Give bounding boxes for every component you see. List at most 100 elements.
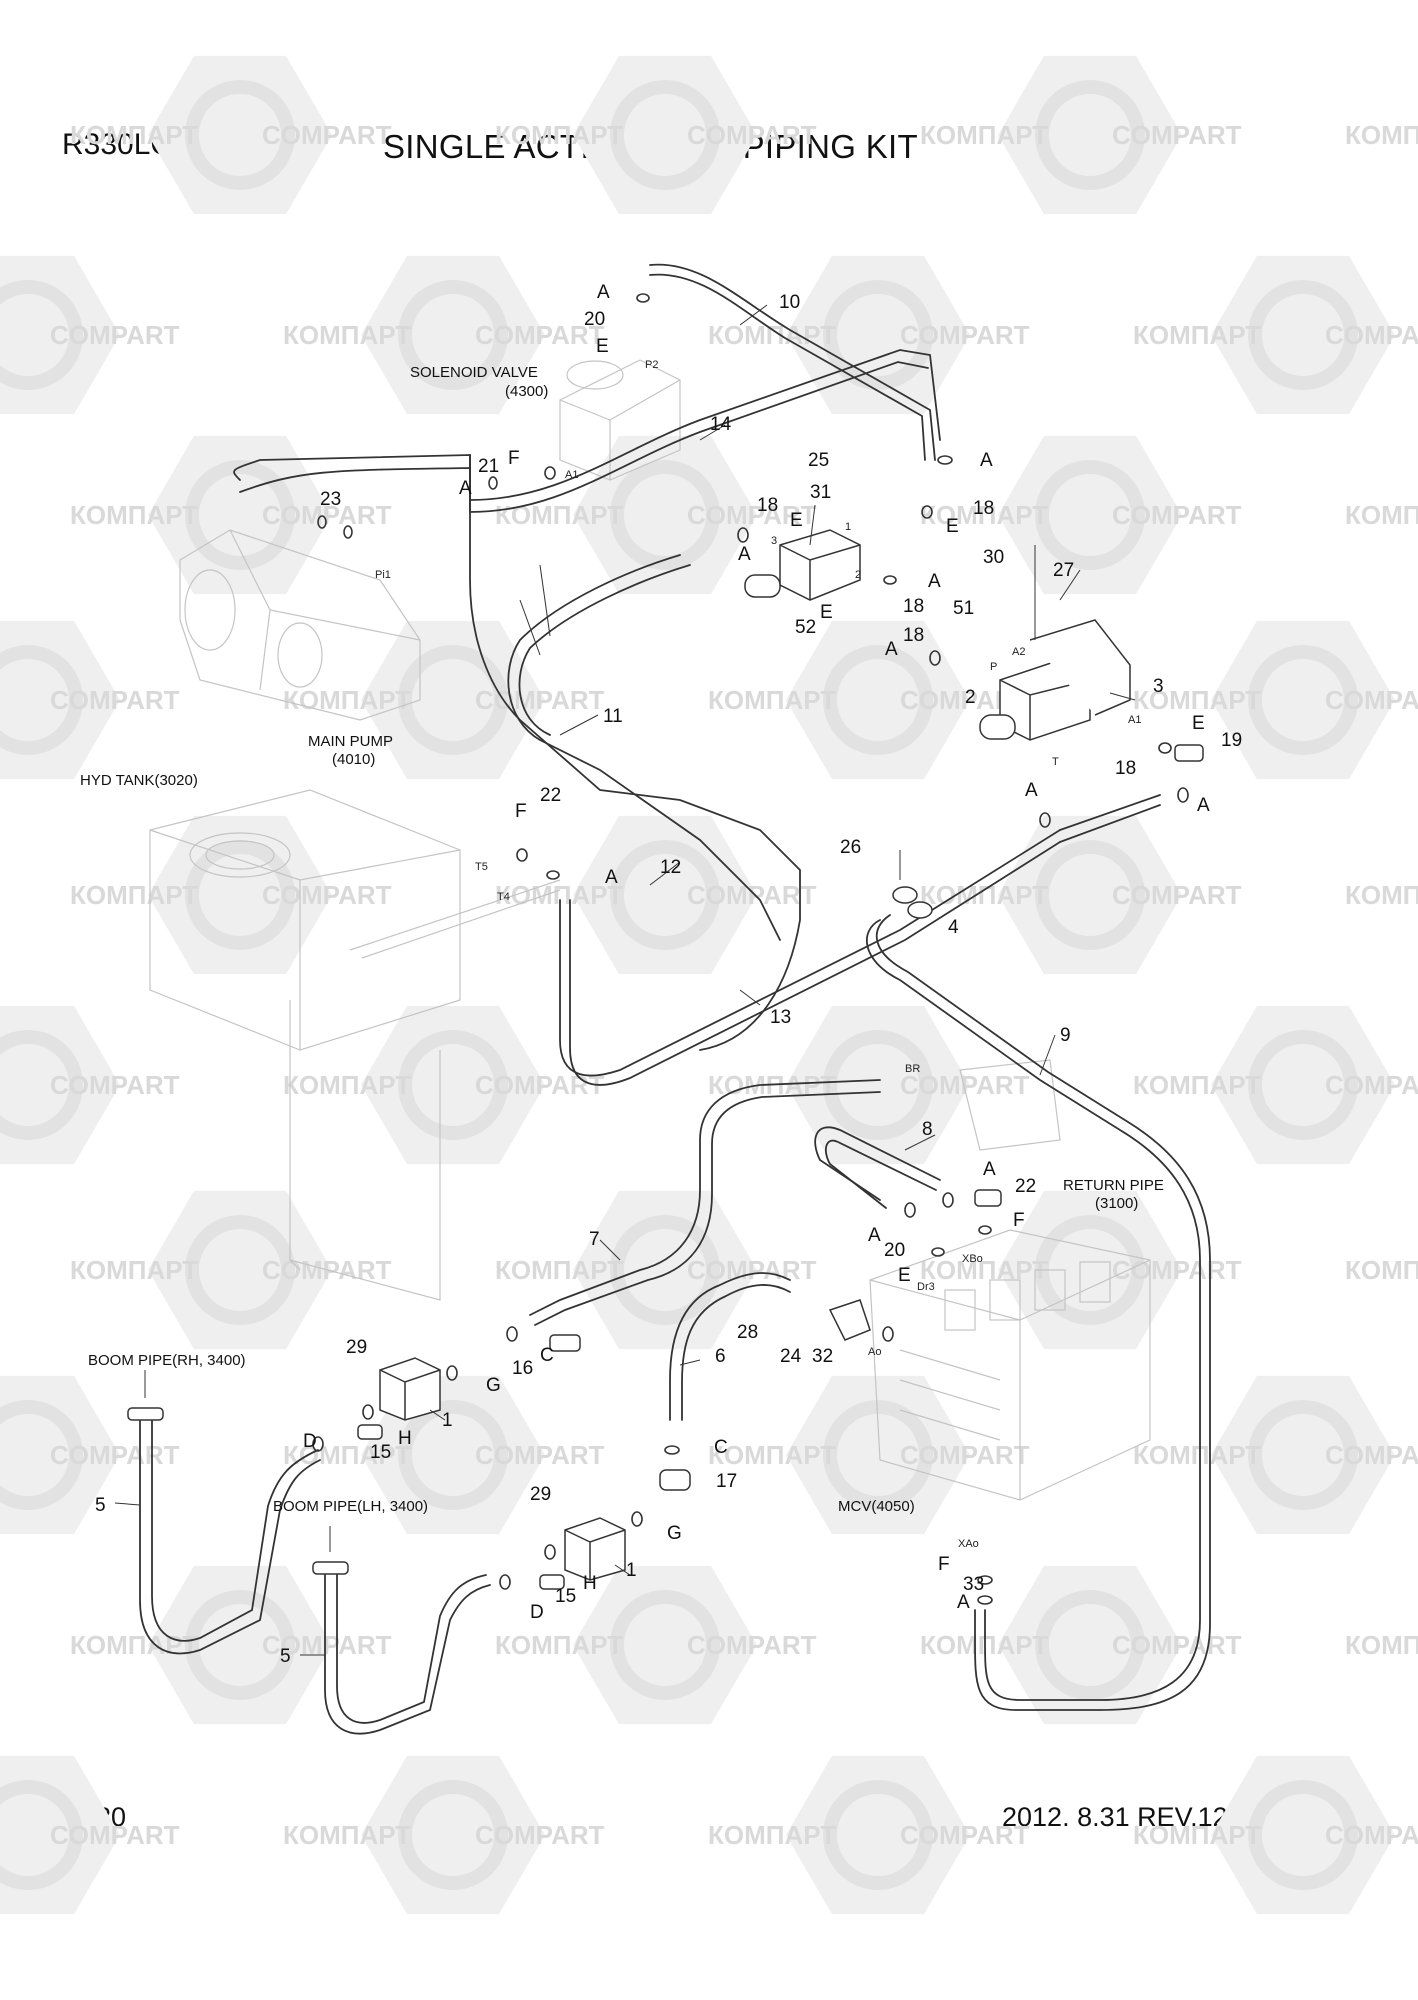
watermark-text-en: COMPART: [900, 1440, 1030, 1470]
watermark-logo-shape: [148, 55, 332, 215]
watermark-text-en: COMPART: [1112, 120, 1242, 150]
watermark-text-ru: КОМПАРТ: [1133, 1440, 1261, 1470]
watermark-logo-ring: [823, 1400, 933, 1510]
watermark-logo-ring: [185, 1215, 295, 1325]
watermark-logo-ring: [1035, 460, 1145, 570]
watermark-logo-ring: [398, 1030, 508, 1140]
watermark-logo-ring: [823, 645, 933, 755]
callout-28: 28: [737, 1322, 758, 1343]
port-label-br: BR: [905, 1063, 920, 1075]
callout-f: F: [938, 1554, 950, 1575]
boom-pipe-rh-label: BOOM PIPE(RH, 3400): [88, 1352, 246, 1369]
callout-18: 18: [1115, 758, 1136, 779]
port-label-1: 1: [845, 521, 851, 533]
watermark-text-ru: КОМПАРТ: [1345, 880, 1418, 910]
hose-lines: [139, 263, 1211, 1735]
watermark-text-ru: КОМПАРТ: [70, 880, 198, 910]
watermark-logo-shape: [1211, 1755, 1395, 1915]
callout-f: F: [1013, 1210, 1025, 1231]
watermark-logo-shape: [786, 1755, 970, 1915]
callout-27: 27: [1053, 560, 1074, 581]
callout-d: D: [530, 1602, 544, 1623]
watermark-logo-shape: [1211, 255, 1395, 415]
watermark-text-ru: КОМПАРТ: [1133, 320, 1261, 350]
callout-a: A: [459, 478, 472, 499]
watermark-text-ru: КОМПАРТ: [70, 1255, 198, 1285]
callout-a: A: [738, 544, 751, 565]
callout-14: 14: [710, 414, 732, 435]
callout-e: E: [898, 1265, 911, 1286]
port-label-2: 2: [855, 569, 861, 581]
watermark-text-ru: КОМПАРТ: [1133, 685, 1261, 715]
callout-10: 10: [779, 292, 800, 313]
watermark-text-en: COMPART: [1112, 1630, 1242, 1660]
watermark-text-en: COMPART: [50, 320, 180, 350]
watermark-logo-ring: [1035, 80, 1145, 190]
hyd-tank-label: HYD TANK(3020): [80, 772, 198, 789]
callout-26: 26: [840, 837, 861, 858]
callout-5: 5: [280, 1646, 291, 1667]
watermark-text-en: COMPART: [1325, 685, 1418, 715]
watermark-text-ru: КОМПАРТ: [283, 1820, 411, 1850]
callout-18: 18: [973, 498, 994, 519]
watermark-text-en: COMPART: [50, 1440, 180, 1470]
callout-11: 11: [603, 706, 623, 727]
callout-a: A: [1025, 780, 1038, 801]
port-label-ao: Ao: [868, 1346, 881, 1358]
solenoid-valve-label: SOLENOID VALVE: [410, 364, 538, 381]
watermark-text-en: COMPART: [687, 120, 817, 150]
watermark-logo-ring: [0, 1400, 83, 1510]
watermark-text-en: COMPART: [687, 880, 817, 910]
callout-g: G: [486, 1375, 501, 1396]
watermark-logo-ring: [610, 460, 720, 570]
callout-19: 19: [1221, 730, 1242, 751]
port-label-xbo: XBo: [962, 1253, 983, 1265]
watermark-text-ru: КОМПАРТ: [708, 1820, 836, 1850]
watermark-text-ru: КОМПАРТ: [1345, 120, 1418, 150]
callout-e: E: [946, 516, 959, 537]
callout-24: 24: [780, 1346, 802, 1367]
callout-17: 17: [716, 1471, 737, 1492]
callout-12: 12: [660, 857, 681, 878]
port-label-t4: T4: [497, 891, 510, 903]
watermark-text-ru: КОМПАРТ: [70, 1630, 198, 1660]
watermark-text-en: COMPART: [900, 1070, 1030, 1100]
watermark-logo-shape: [148, 1565, 332, 1725]
watermark-logo-shape: [573, 1565, 757, 1725]
callout-23: 23: [320, 489, 341, 510]
callout-1: 1: [626, 1560, 637, 1581]
callout-e: E: [596, 336, 609, 357]
callout-a: A: [605, 867, 618, 888]
callout-30: 30: [983, 547, 1004, 568]
callout-a: A: [957, 1592, 970, 1613]
watermark-text-en: COMPART: [1325, 1820, 1418, 1850]
watermark-text-en: COMPART: [475, 1820, 605, 1850]
watermark-text-en: COMPART: [1325, 320, 1418, 350]
watermark-text-ru: КОМПАРТ: [920, 120, 1048, 150]
callout-21: 21: [478, 456, 499, 477]
callout-16: 16: [512, 1358, 533, 1379]
watermark-logo-ring: [610, 80, 720, 190]
watermark-text-en: COMPART: [50, 685, 180, 715]
watermark-text-en: COMPART: [50, 1070, 180, 1100]
callout-4: 4: [948, 917, 959, 938]
port-label-xao: XAo: [958, 1538, 979, 1550]
watermark-text-ru: КОМПАРТ: [1345, 1255, 1418, 1285]
watermark-logo-shape: [0, 1375, 120, 1535]
callout-a: A: [597, 282, 610, 303]
watermark-text-en: COMPART: [1325, 1440, 1418, 1470]
callout-15: 15: [370, 1442, 391, 1463]
background-equipment: [149, 359, 1151, 1501]
watermark-logo-ring: [1248, 1030, 1358, 1140]
watermark-logo-ring: [823, 1030, 933, 1140]
watermark-logo-shape: [998, 435, 1182, 595]
watermark-logo-shape: [1211, 620, 1395, 780]
port-label-a1: A1: [565, 469, 578, 481]
callout-g: G: [667, 1523, 682, 1544]
watermark-text-en: COMPART: [50, 1820, 180, 1850]
callout-8: 8: [922, 1119, 933, 1140]
callout-e: E: [1192, 713, 1205, 734]
watermark-text-en: COMPART: [475, 320, 605, 350]
